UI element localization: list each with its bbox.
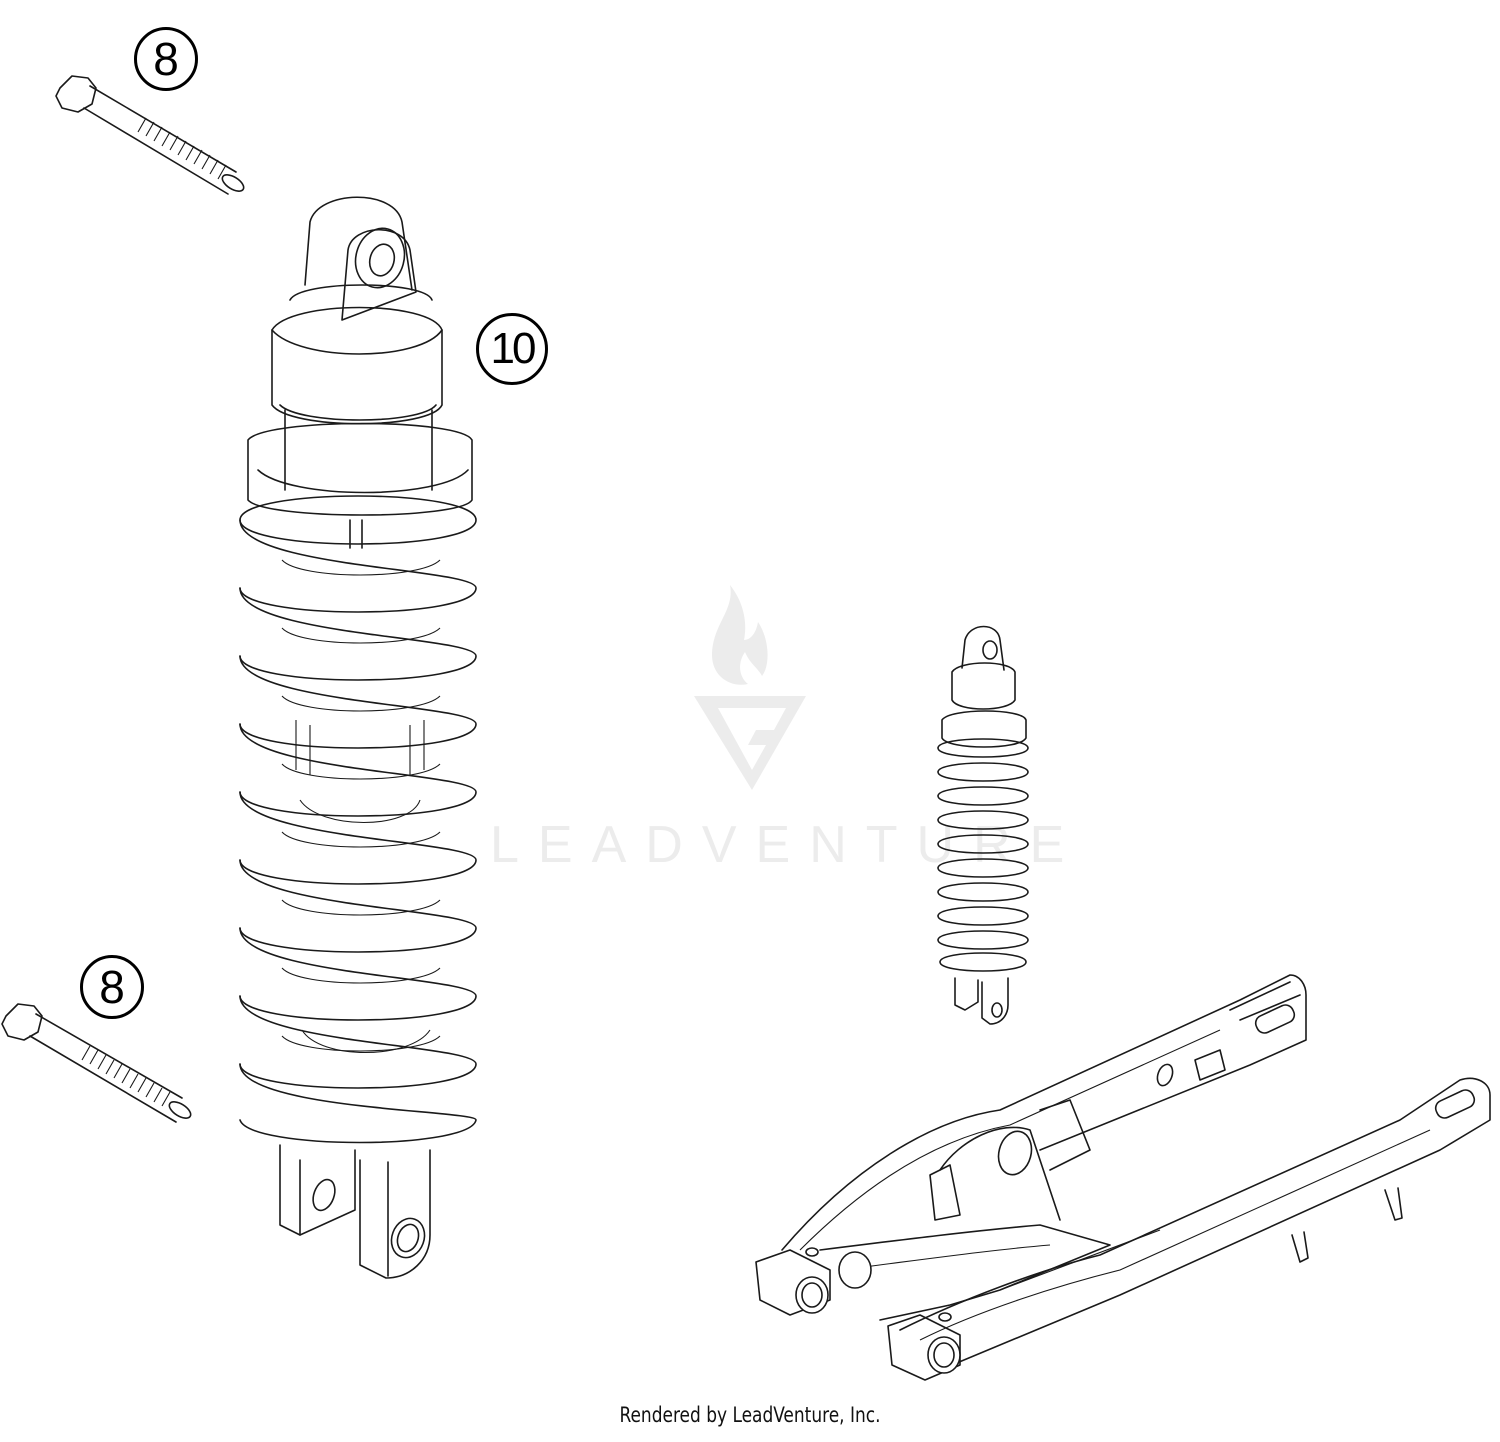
callout-8-bottom[interactable]: 8 bbox=[80, 955, 144, 1019]
v-logo-icon bbox=[694, 696, 806, 790]
shock-absorber-reference-small bbox=[937, 625, 1029, 1025]
shock-absorber-large bbox=[239, 196, 477, 1279]
footer-credit: Rendered by LeadVenture, Inc. bbox=[619, 1403, 881, 1427]
watermark-text: LEADVENTURE bbox=[490, 816, 1084, 874]
callout-label: 10 bbox=[490, 324, 537, 373]
callout-10[interactable]: 10 bbox=[476, 313, 548, 385]
callout-label: 8 bbox=[99, 961, 125, 1013]
callout-8-top[interactable]: 8 bbox=[134, 27, 198, 91]
flame-icon bbox=[712, 585, 768, 685]
bolt-bottom bbox=[1, 1003, 192, 1123]
swingarm-reference bbox=[755, 974, 1491, 1381]
callout-label: 8 bbox=[153, 33, 179, 85]
bolt-top bbox=[55, 75, 245, 195]
